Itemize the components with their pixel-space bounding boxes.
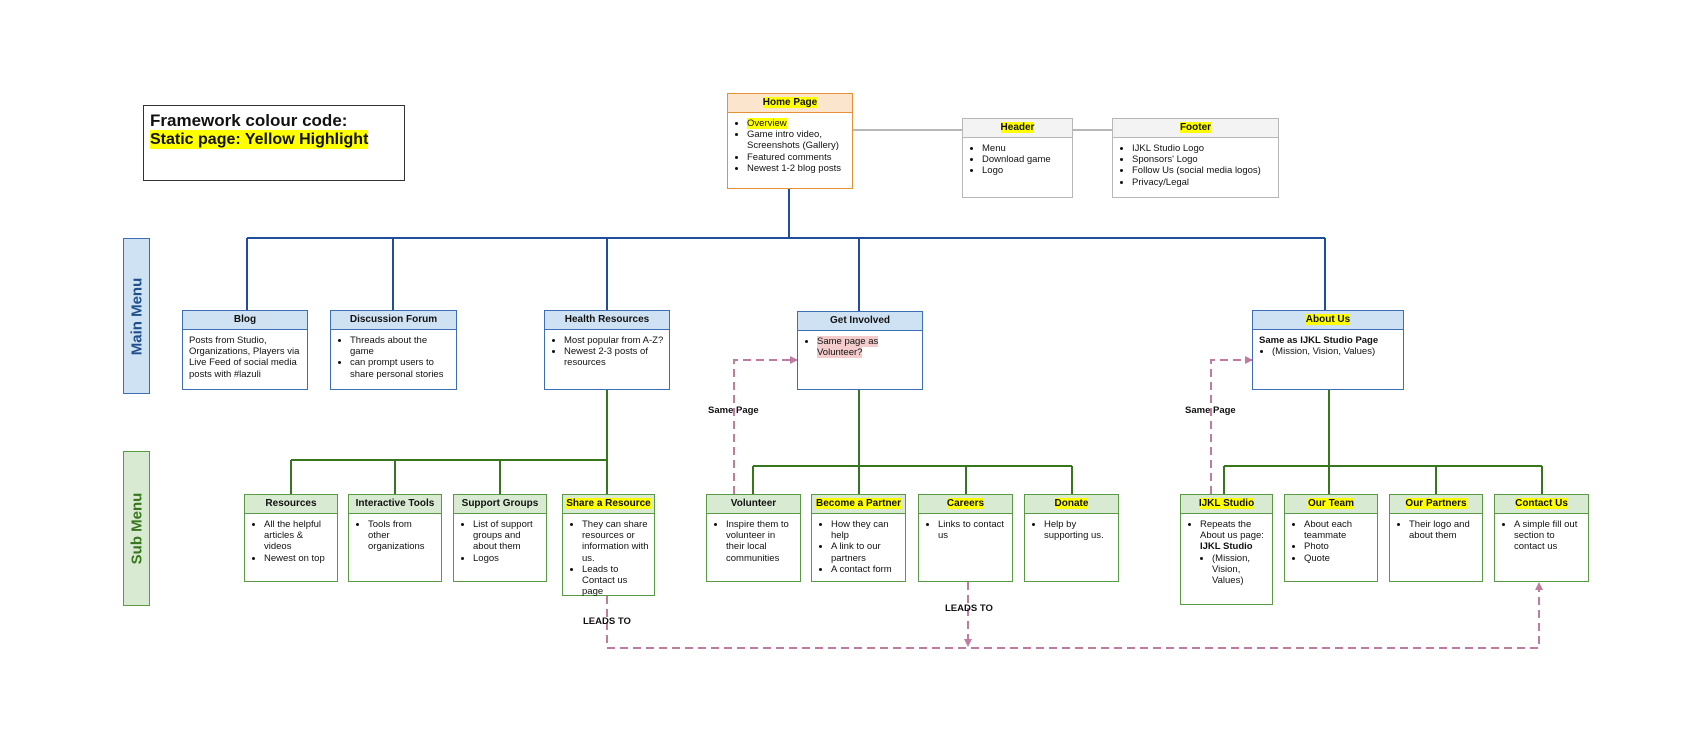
ijkl-bold-label: IJKL Studio bbox=[1200, 541, 1253, 553]
header-box[interactable]: Header Menu Download game Logo bbox=[962, 118, 1073, 198]
support-groups-title: Support Groups bbox=[454, 495, 546, 514]
same-page-label-left: Same Page bbox=[708, 405, 759, 416]
footer-title: Footer bbox=[1179, 122, 1212, 133]
footer-item: Sponsors' Logo bbox=[1132, 154, 1273, 165]
contact-us-title: Contact Us bbox=[1515, 498, 1568, 509]
resources-title: Resources bbox=[245, 495, 337, 514]
forum-item: Threads about the game bbox=[350, 335, 451, 357]
support-groups-box[interactable]: Support Groups List of support groups an… bbox=[453, 494, 547, 582]
our-team-box[interactable]: Our Team About each teammate Photo Quote bbox=[1284, 494, 1378, 582]
team-item: Quote bbox=[1304, 553, 1372, 564]
get-involved-title: Get Involved bbox=[798, 312, 922, 331]
partner-item: A link to our partners bbox=[831, 541, 900, 563]
health-resources-title: Health Resources bbox=[545, 311, 669, 330]
header-item: Logo bbox=[982, 165, 1067, 176]
careers-box[interactable]: Careers Links to contact us bbox=[918, 494, 1013, 582]
sub-menu-label: Sub Menu bbox=[123, 451, 150, 606]
home-item: Game intro video, Screenshots (Gallery) bbox=[747, 129, 847, 151]
main-menu-label: Main Menu bbox=[123, 238, 150, 394]
blog-text: Posts from Studio, Organizations, Player… bbox=[189, 335, 300, 380]
footer-item: IJKL Studio Logo bbox=[1132, 143, 1273, 154]
volunteer-box[interactable]: Volunteer Inspire them to volunteer in t… bbox=[706, 494, 801, 582]
share-item: They can share resources or information … bbox=[582, 519, 649, 564]
become-a-partner-box[interactable]: Become a Partner How they can help A lin… bbox=[811, 494, 906, 582]
share-item: Leads to Contact us page bbox=[582, 564, 649, 598]
same-page-label-right: Same Page bbox=[1185, 405, 1236, 416]
our-partners-box[interactable]: Our Partners Their logo and about them bbox=[1389, 494, 1483, 582]
legend: Framework colour code: Static page: Yell… bbox=[143, 105, 405, 181]
support-item: Logos bbox=[473, 553, 541, 564]
ijkl-item: Repeats the About us page: bbox=[1200, 519, 1264, 542]
home-item: Overview bbox=[747, 118, 787, 129]
careers-title: Careers bbox=[946, 498, 985, 509]
resources-item: Newest on top bbox=[264, 553, 332, 564]
share-a-resource-title: Share a Resource bbox=[566, 498, 651, 509]
donate-title: Donate bbox=[1054, 498, 1089, 509]
health-item: Most popular from A-Z? bbox=[564, 335, 664, 346]
header-item: Menu bbox=[982, 143, 1067, 154]
home-page-title: Home Page bbox=[762, 97, 818, 108]
contact-item: A simple fill out section to contact us bbox=[1514, 519, 1583, 553]
support-item: List of support groups and about them bbox=[473, 519, 541, 553]
team-item: About each teammate bbox=[1304, 519, 1372, 541]
share-a-resource-box[interactable]: Share a Resource They can share resource… bbox=[562, 494, 655, 598]
discussion-forum-box[interactable]: Discussion Forum Threads about the game … bbox=[330, 310, 457, 390]
home-page-box[interactable]: Home Page Overview Game intro video, Scr… bbox=[727, 93, 853, 189]
home-item: Featured comments bbox=[747, 152, 847, 163]
about-us-box[interactable]: About Us Same as IJKL Studio Page (Missi… bbox=[1252, 310, 1404, 390]
partner-item: A contact form bbox=[831, 564, 900, 575]
health-item: Newest 2-3 posts of resources bbox=[564, 346, 664, 368]
leads-to-label-left: LEADS TO bbox=[583, 616, 631, 627]
donate-box[interactable]: Donate Help by supporting us. bbox=[1024, 494, 1119, 582]
our-team-title: Our Team bbox=[1308, 498, 1354, 509]
donate-item: Help by supporting us. bbox=[1044, 519, 1113, 541]
forum-item: can prompt users to share personal stori… bbox=[350, 357, 451, 379]
tools-item: Tools from other organizations bbox=[368, 519, 436, 553]
leads-to-label-mid: LEADS TO bbox=[945, 603, 993, 614]
interactive-tools-box[interactable]: Interactive Tools Tools from other organ… bbox=[348, 494, 442, 582]
partner-item: How they can help bbox=[831, 519, 900, 541]
contact-us-box[interactable]: Contact Us A simple fill out section to … bbox=[1494, 494, 1589, 582]
careers-item: Links to contact us bbox=[938, 519, 1007, 541]
dashed-links bbox=[606, 356, 1543, 649]
our-partners-title: Our Partners bbox=[1405, 498, 1467, 509]
main-menu-tree bbox=[246, 189, 1326, 311]
health-resources-box[interactable]: Health Resources Most popular from A-Z? … bbox=[544, 310, 670, 390]
about-item: (Mission, Vision, Values) bbox=[1272, 346, 1398, 357]
ijkl-subitem: (Mission, Vision, Values) bbox=[1212, 553, 1267, 587]
resources-box[interactable]: Resources All the helpful articles & vid… bbox=[244, 494, 338, 582]
legend-static-note: Static page: Yellow Highlight bbox=[150, 130, 369, 149]
footer-item: Privacy/Legal bbox=[1132, 177, 1273, 188]
resources-item: All the helpful articles & videos bbox=[264, 519, 332, 553]
blog-box[interactable]: Blog Posts from Studio, Organizations, P… bbox=[182, 310, 308, 390]
about-us-text: Same as IJKL Studio Page bbox=[1259, 335, 1379, 346]
involved-item: Same page as Volunteer? bbox=[817, 336, 879, 359]
discussion-forum-title: Discussion Forum bbox=[331, 311, 456, 330]
volunteer-item: Inspire them to volunteer in their local… bbox=[726, 519, 795, 564]
ijkl-studio-title: IJKL Studio bbox=[1198, 498, 1255, 509]
blog-title: Blog bbox=[183, 311, 307, 330]
team-item: Photo bbox=[1304, 541, 1372, 552]
about-us-title: About Us bbox=[1305, 314, 1351, 325]
header-item: Download game bbox=[982, 154, 1067, 165]
interactive-tools-title: Interactive Tools bbox=[349, 495, 441, 514]
partners-item: Their logo and about them bbox=[1409, 519, 1477, 541]
legend-title: Framework colour code: bbox=[150, 111, 348, 130]
become-a-partner-title: Become a Partner bbox=[815, 498, 902, 509]
get-involved-box[interactable]: Get Involved Same page as Volunteer? bbox=[797, 311, 923, 390]
ijkl-studio-box[interactable]: IJKL Studio Repeats the About us page:IJ… bbox=[1180, 494, 1273, 605]
header-title: Header bbox=[1000, 122, 1035, 133]
footer-item: Follow Us (social media logos) bbox=[1132, 165, 1273, 176]
sub-menu-tree bbox=[290, 390, 1543, 494]
footer-box[interactable]: Footer IJKL Studio Logo Sponsors' Logo F… bbox=[1112, 118, 1279, 198]
volunteer-title: Volunteer bbox=[707, 495, 800, 514]
home-item: Newest 1-2 blog posts bbox=[747, 163, 847, 174]
